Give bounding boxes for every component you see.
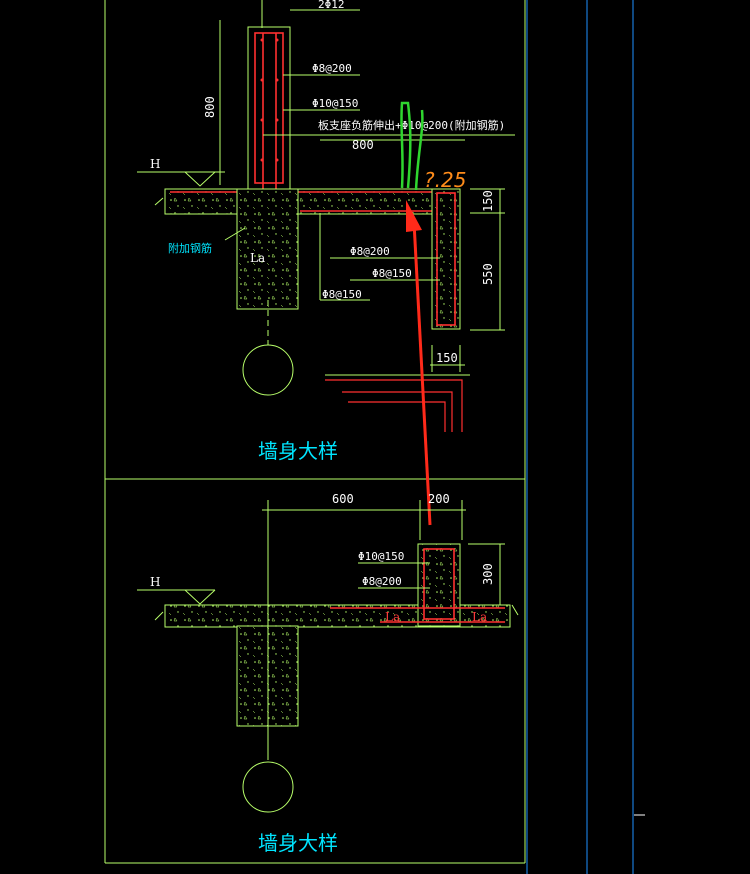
green-bar-sketch <box>400 101 412 189</box>
slab-support-note: 板支座负筋伸出+Φ10@200(附加钢筋) <box>318 118 505 132</box>
dim-150-vertical: 150 <box>481 190 495 212</box>
dimension-lines-lower <box>262 500 505 760</box>
anchor-label-lower-1: La <box>385 610 400 624</box>
lower-detail: H 600 200 Φ10@150 Φ8@200 300 La La 墙身大样 <box>137 492 519 855</box>
break-mark <box>154 197 164 206</box>
break-mark-lower-right <box>511 604 519 616</box>
column-stirrup-label: Φ8@200 <box>312 62 352 75</box>
dim-550-vertical: 550 <box>481 263 495 285</box>
handwritten-note: ?.25 <box>424 168 466 192</box>
anchor-label-upper: La <box>250 251 265 265</box>
lower-stirrup-label: Φ8@200 <box>362 575 402 588</box>
axis-bubble-lower <box>242 761 294 813</box>
anchor-label-lower-2: La <box>472 610 487 624</box>
ghost-rebar <box>325 379 463 432</box>
top-rebar-label: 2Φ12 <box>318 0 345 11</box>
sheet-frame <box>104 0 526 864</box>
beam-stirrup <box>436 192 456 326</box>
grid-lines-blue <box>586 0 645 874</box>
lower-bar-label: Φ10@150 <box>358 550 404 563</box>
beam-bar-label: Φ8@150 <box>372 267 412 280</box>
dim-200: 200 <box>428 492 450 506</box>
slab-bar-label: Φ8@150 <box>322 288 362 301</box>
upper-title: 墙身大样 <box>258 439 338 463</box>
lower-title: 墙身大样 <box>258 831 338 855</box>
upper-detail: H 2Φ12 Φ8@200 Φ10@150 板支座负筋伸出+Φ10@ <box>137 0 515 463</box>
dim-600: 600 <box>332 492 354 506</box>
dim-800-vertical: 800 <box>203 96 217 118</box>
dim-300: 300 <box>481 563 495 585</box>
green-bar-sketch-2 <box>414 109 424 191</box>
dimension-lines-upper <box>219 0 515 372</box>
lower-upstand-rebar <box>423 548 455 620</box>
axis-bubble-upper <box>242 344 294 396</box>
slab-rebar <box>170 191 455 212</box>
level-mark-h-lower: H <box>150 575 160 589</box>
level-marker-lower <box>137 589 216 605</box>
level-marker-upper <box>137 171 225 187</box>
lower-slab-rebar <box>330 607 505 623</box>
column-bar-dots <box>260 38 279 162</box>
break-mark-lower <box>154 611 164 621</box>
red-annotation-arrow <box>406 200 432 526</box>
upper-wall-below <box>236 188 299 310</box>
beam-stirrup-label: Φ8@200 <box>350 245 390 258</box>
dim-150-horizontal: 150 <box>436 351 458 365</box>
column-bar-label: Φ10@150 <box>312 97 358 110</box>
dim-800-horizontal: 800 <box>352 138 374 152</box>
lower-upstand <box>417 543 461 627</box>
additional-bar-label: 附加钢筋 <box>168 241 212 255</box>
level-mark-h: H <box>150 157 160 171</box>
